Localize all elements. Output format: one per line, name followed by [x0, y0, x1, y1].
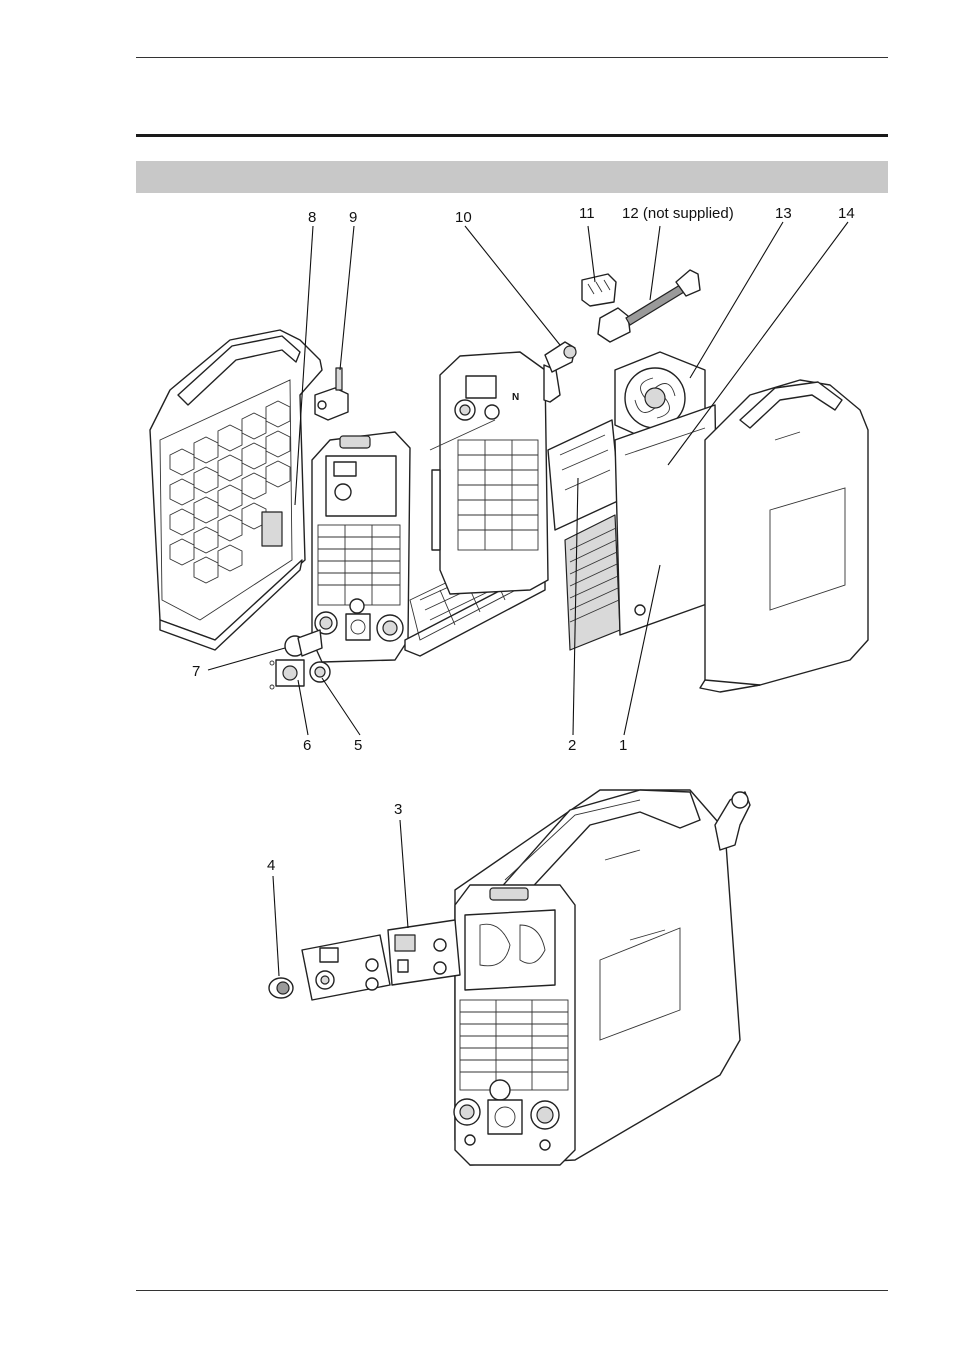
callout-2: 2 — [568, 737, 576, 754]
gas-nozzle-nut — [310, 662, 330, 682]
solenoid-valve — [315, 368, 348, 420]
callout-6: 6 — [303, 737, 311, 754]
callout-1: 1 — [619, 737, 627, 754]
callout-5: 5 — [354, 737, 362, 754]
heatsink — [565, 515, 620, 650]
callout-3: 3 — [394, 801, 402, 818]
main-pcb — [615, 405, 718, 635]
callout-13: 13 — [775, 205, 792, 222]
dinse-socket — [285, 630, 322, 656]
control-board — [388, 920, 460, 985]
control-pcb — [548, 420, 620, 530]
right-side-cover — [700, 380, 868, 692]
assembled-welder — [454, 790, 750, 1165]
rear-panel: N — [430, 352, 560, 594]
front-control-panel — [302, 935, 390, 1000]
callout-9: 9 — [349, 209, 357, 226]
callout-12: 12 (not supplied) — [622, 205, 734, 222]
callout-14: 14 — [838, 205, 855, 222]
callout-11: 11 — [579, 205, 595, 222]
callout-8: 8 — [308, 209, 316, 226]
gas-connector — [545, 342, 576, 372]
callout-7: 7 — [192, 663, 200, 680]
callout-4: 4 — [267, 857, 275, 874]
front-panel-chassis — [312, 432, 410, 662]
mains-switch — [582, 274, 616, 306]
panel-marking: N — [512, 392, 519, 403]
callout-10: 10 — [455, 209, 472, 226]
adjustment-knob — [269, 978, 293, 998]
